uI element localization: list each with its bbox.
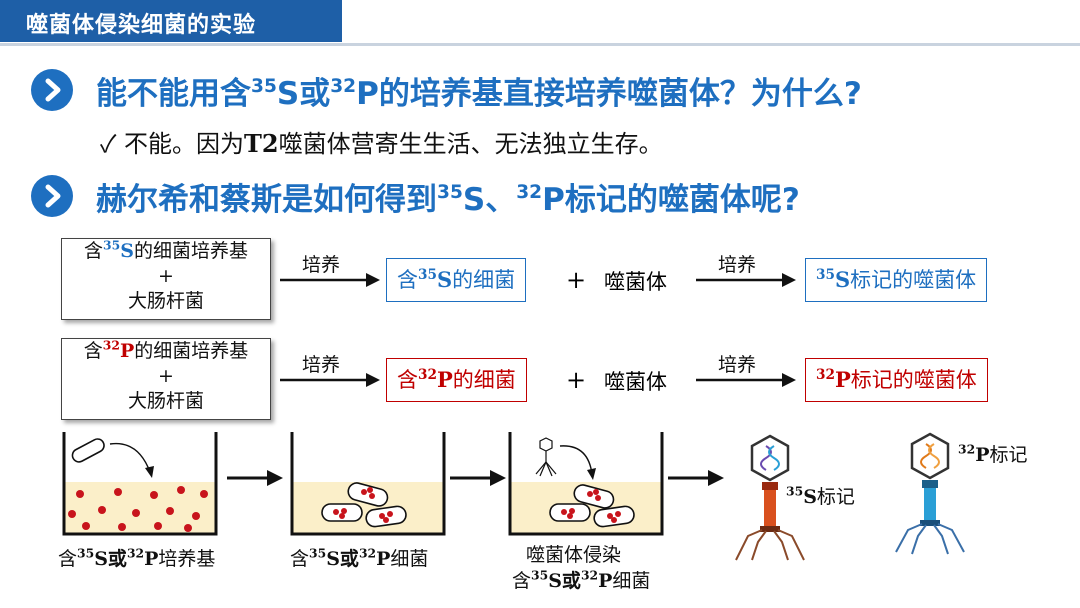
labeled-bacteria-s: 含35S的细菌: [386, 258, 527, 302]
labeled-bacteria-p: 含32P的细菌: [386, 358, 527, 402]
beaker-bacteria: [290, 432, 446, 536]
plus-sign: +: [566, 366, 587, 394]
chevron-right-icon: [31, 69, 73, 111]
question-1: 能不能用含35S或32P的培养基直接培养噬菌体？为什么?: [96, 75, 862, 112]
step-label: 培养: [302, 254, 341, 276]
isotope-dots: [68, 486, 208, 532]
phage-label: 噬菌体: [604, 270, 667, 294]
caption-infection-line1: 噬菌体侵染: [526, 544, 622, 566]
check-icon: ✓: [100, 130, 117, 158]
phage-s-labeled-icon: [735, 434, 805, 561]
label-s: 35S标记: [786, 483, 855, 508]
title-banner: [0, 0, 342, 42]
arrow-right-icon: [696, 273, 796, 287]
step-label: 培养: [718, 254, 757, 276]
bacterium-icon: [71, 438, 105, 463]
question-2: 赫尔希和蔡斯是如何得到35S、32P标记的噬菌体呢?: [96, 181, 800, 218]
arrow-right-icon: [280, 273, 380, 287]
step-label: 培养: [302, 354, 341, 376]
source-box-p: 含32P的细菌培养基 + 大肠杆菌: [61, 338, 271, 420]
caption-bacteria: 含35S或32P细菌: [290, 545, 429, 570]
phage-p-labeled-icon: [895, 432, 965, 555]
phage-label: 噬菌体: [604, 370, 667, 394]
step-label: 培养: [718, 354, 757, 376]
arrow-right-icon: [450, 470, 506, 486]
arrow-right-icon: [696, 373, 796, 387]
caption-medium: 含35S或32P培养基: [58, 545, 216, 570]
phage-icon: [535, 437, 557, 477]
source-box-s: 含35S的细菌培养基 + 大肠杆菌: [61, 238, 271, 320]
label-p: 32P标记: [958, 441, 1028, 466]
beaker-medium: [62, 432, 218, 536]
chevron-right-icon: [31, 175, 73, 217]
arrow-right-icon: [668, 470, 724, 486]
plus-sign: +: [566, 266, 587, 294]
beaker-infection: [508, 432, 664, 536]
arrow-right-icon: [227, 470, 283, 486]
answer-1: ✓ 不能。因为T2噬菌体营寄生生活、无法独立生存。: [100, 129, 663, 158]
caption-infection-line2: 含35S或32P细菌: [512, 567, 651, 592]
title-underline: [0, 43, 1080, 46]
labeled-phage-p: 32P标记的噬菌体: [805, 358, 988, 402]
slide-title: 噬菌体侵染细菌的实验: [26, 13, 257, 38]
arrow-right-icon: [280, 373, 380, 387]
labeled-phage-s: 35S标记的噬菌体: [805, 258, 988, 302]
